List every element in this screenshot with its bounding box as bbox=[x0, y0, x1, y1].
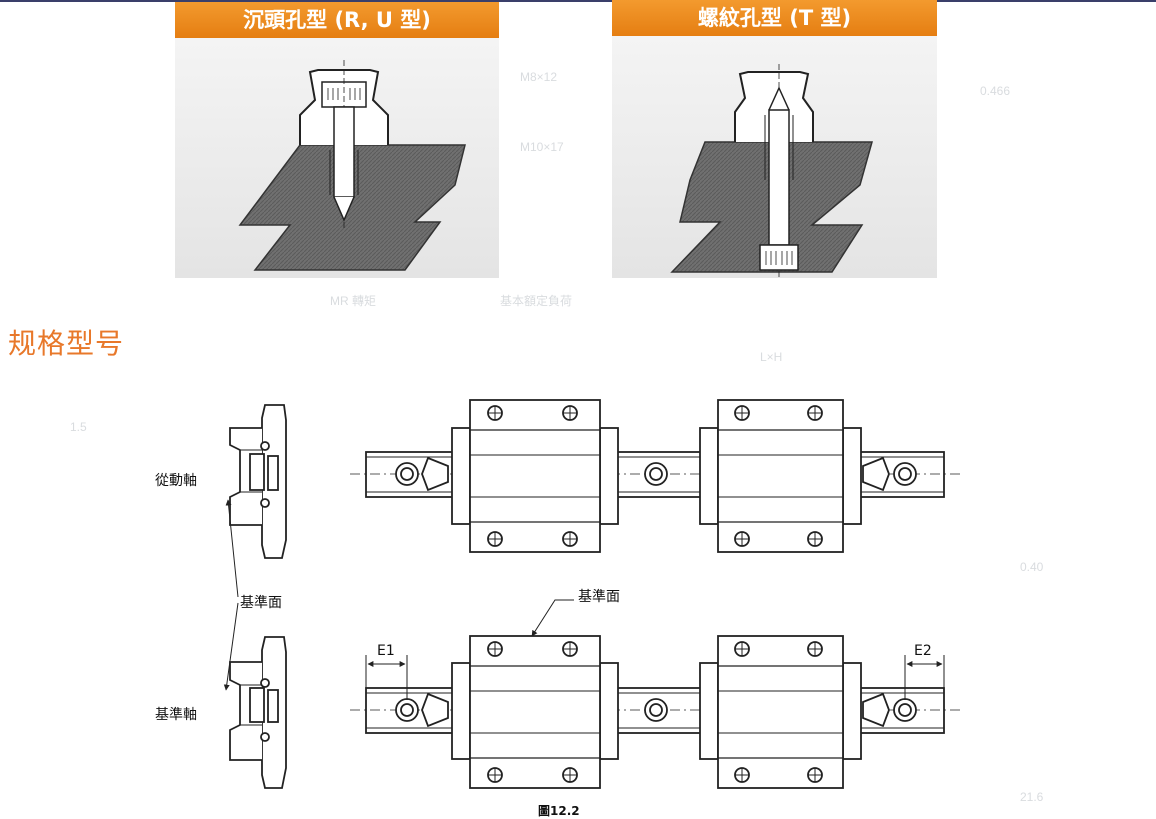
side-view-reference bbox=[229, 636, 287, 789]
driven-shaft-label: 從動軸 bbox=[155, 473, 197, 489]
threaded-illustration bbox=[670, 64, 873, 278]
ghost-text: 21.6 bbox=[1020, 790, 1044, 804]
rail-assembly-lower bbox=[350, 635, 960, 789]
ghost-text: L×H bbox=[760, 350, 783, 364]
dimension-e2 bbox=[904, 655, 945, 700]
reference-surface-label-left: 基準面 bbox=[240, 595, 282, 611]
reference-surface-label-top: 基準面 bbox=[578, 589, 620, 605]
leader-arrow bbox=[223, 602, 239, 691]
dimension-e1 bbox=[365, 655, 408, 700]
section-title: 规格型号 bbox=[8, 327, 125, 360]
threaded-header: 螺紋孔型 (T 型) bbox=[612, 0, 937, 36]
ghost-text: MR 轉矩 bbox=[330, 294, 376, 308]
side-view-driven bbox=[229, 404, 287, 559]
countersunk-header: 沉頭孔型 (R, U 型) bbox=[175, 2, 499, 38]
ghost-text: M10×17 bbox=[520, 140, 564, 154]
reference-shaft-label: 基準軸 bbox=[155, 707, 197, 723]
bolt-shank bbox=[768, 109, 790, 246]
ghost-text: 0.466 bbox=[980, 84, 1011, 98]
ghost-text: 0.40 bbox=[1020, 560, 1044, 574]
ghost-text: M8×12 bbox=[520, 70, 558, 84]
e2-label: E2 bbox=[914, 643, 932, 659]
ghost-text: 基本額定負荷 bbox=[500, 294, 573, 308]
leader-arrow bbox=[225, 499, 239, 598]
bolt-shank bbox=[333, 106, 355, 198]
top-border bbox=[0, 0, 1156, 2]
e1-label: E1 bbox=[377, 643, 395, 659]
countersunk-illustration bbox=[238, 60, 466, 271]
figure-caption: 圖12.2 bbox=[538, 804, 580, 818]
leader-arrow bbox=[531, 599, 574, 637]
rail-assembly-upper bbox=[350, 399, 960, 553]
base-block bbox=[238, 144, 466, 271]
ghost-text: 1.5 bbox=[70, 420, 87, 434]
